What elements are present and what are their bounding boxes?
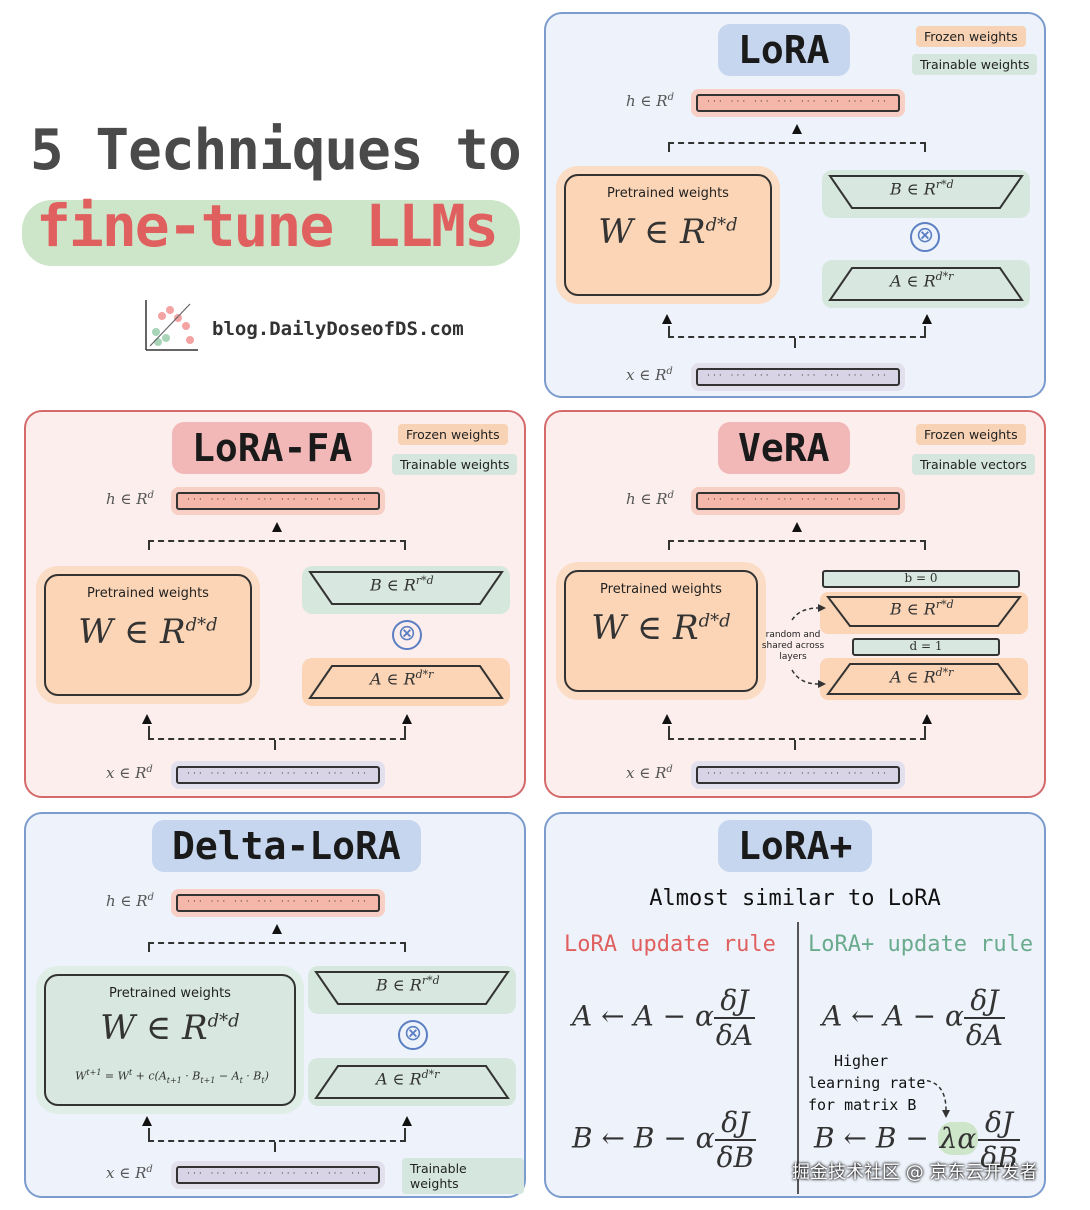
pretrained-weights-box: Pretrained weights W ∈ Rd*d — [564, 174, 772, 296]
column-divider — [797, 922, 799, 1194]
panel-title: LoRA-FA — [172, 422, 373, 474]
lr-note-arrow — [919, 1079, 950, 1118]
subtitle: Almost similar to LoRA — [649, 886, 941, 911]
x-vector: ··· ··· ··· ··· ··· ··· ··· ··· ··· — [696, 368, 900, 386]
b-matrix-trapezoid — [820, 592, 1028, 634]
panel-title: LoRA+ — [718, 820, 873, 872]
b-trainable-vector: b = 0 — [822, 570, 1020, 588]
panel-title: LoRA — [718, 24, 850, 76]
lora-rule-heading: LoRA update rule — [564, 932, 776, 957]
vera-panel: VeRA Frozen weights Trainable vectors h … — [544, 410, 1046, 798]
x-label: x ∈ Rd — [106, 1164, 153, 1182]
delta-lora-panel: Delta-LoRA h ∈ Rd ··· ··· ··· ··· ··· ··… — [24, 812, 526, 1198]
pretrained-weights-box: Pretrained weights W ∈ Rd*d Wt+1 = Wt + … — [44, 974, 296, 1106]
delta-update-rule: Wt+1 = Wt + c(At+1 · Bt+1 − At · Bt) — [75, 1068, 269, 1085]
title-highlight — [22, 200, 520, 266]
pretrained-weights-box: Pretrained weights W ∈ Rd*d — [564, 570, 758, 692]
h-label: h ∈ Rd — [626, 490, 675, 508]
d-trainable-vector: d = 1 — [852, 638, 1000, 656]
x-label: x ∈ Rd — [626, 764, 673, 782]
h-label: h ∈ Rd — [626, 92, 675, 110]
a-matrix-label: A ∈ Rd*r — [890, 270, 954, 291]
a-matrix-label: A ∈ Rd*r — [376, 1068, 440, 1089]
panel-title: Delta-LoRA — [152, 820, 421, 872]
w-matrix-label: W ∈ Rd*d — [100, 1008, 240, 1048]
split-dash — [668, 336, 926, 338]
w-matrix-label: W ∈ Rd*d — [591, 608, 731, 648]
x-vector: ··· ··· ··· ··· ··· ··· ··· ··· ··· — [176, 766, 380, 784]
arrow-up — [792, 124, 802, 134]
x-label: x ∈ Rd — [106, 764, 153, 782]
b-matrix-label: B ∈ Rr*d — [890, 178, 954, 199]
w-matrix-label: W ∈ Rd*d — [78, 612, 218, 652]
x-label: x ∈ Rd — [626, 366, 673, 384]
lambda-highlight: λα — [937, 1121, 979, 1155]
h-vector: ··· ··· ··· ··· ··· ··· ··· ··· ··· — [176, 894, 380, 912]
a-matrix-trapezoid — [302, 658, 510, 706]
h-vector: ··· ··· ··· ··· ··· ··· ··· ··· ··· — [176, 492, 380, 510]
h-vector: ··· ··· ··· ··· ··· ··· ··· ··· ··· — [696, 94, 900, 112]
title-line2: fine-tune LLMs — [36, 192, 499, 260]
x-vector: ··· ··· ··· ··· ··· ··· ··· ··· ··· — [696, 766, 900, 784]
lora-plus-rule-heading: LoRA+ update rule — [808, 932, 1034, 957]
b-matrix-label: B ∈ Rr*d — [376, 974, 440, 995]
h-label: h ∈ Rd — [106, 892, 155, 910]
b-matrix-label: B ∈ Rr*d — [890, 598, 954, 619]
multiply-icon: ⊗ — [398, 1020, 428, 1050]
legend-trainable: Trainable vectors — [912, 454, 1035, 475]
legend-frozen: Frozen weights — [398, 424, 508, 445]
legend-trainable: Trainable weights — [402, 1158, 524, 1194]
legend-frozen: Frozen weights — [916, 26, 1026, 47]
pretrained-weights-box: Pretrained weights W ∈ Rd*d — [44, 574, 252, 696]
lr-note: Higher learning rate for matrix B — [808, 1052, 926, 1114]
shared-note-arrows — [791, 604, 826, 688]
panel-title: VeRA — [718, 422, 850, 474]
merge-dash — [668, 142, 926, 144]
w-matrix-label: W ∈ Rd*d — [598, 212, 738, 252]
x-vector: ··· ··· ··· ··· ··· ··· ··· ··· ··· — [176, 1166, 380, 1184]
a-matrix-trapezoid — [822, 260, 1030, 308]
b-matrix-trapezoid — [308, 966, 516, 1014]
scatter-logo-icon — [145, 300, 198, 351]
lora-plus-panel: LoRA+ Almost similar to LoRA LoRA update… — [544, 812, 1046, 1198]
a-matrix-label: A ∈ Rd*r — [370, 668, 434, 689]
b-matrix-trapezoid — [302, 566, 510, 614]
title-line1: 5 Techniques to — [30, 118, 522, 183]
multiply-icon: ⊗ — [910, 222, 940, 252]
watermark: 掘金技术社区 @ 京东云开发者 — [792, 1162, 1038, 1183]
lora-panel: LoRA Frozen weights Trainable weights h … — [544, 12, 1046, 398]
b-matrix-label: B ∈ Rr*d — [370, 574, 434, 595]
legend-trainable: Trainable weights — [912, 54, 1038, 75]
shared-note: random and shared across layers — [761, 630, 825, 662]
multiply-icon: ⊗ — [392, 620, 422, 650]
a-matrix-trapezoid — [308, 1058, 516, 1106]
lora-fa-panel: LoRA-FA Frozen weights Trainable weights… — [24, 410, 526, 798]
h-label: h ∈ Rd — [106, 490, 155, 508]
legend-trainable: Trainable weights — [392, 454, 518, 475]
b-matrix-trapezoid — [822, 170, 1030, 218]
a-matrix-label: A ∈ Rd*r — [890, 666, 954, 687]
legend-frozen: Frozen weights — [916, 424, 1026, 445]
a-matrix-trapezoid — [820, 658, 1028, 700]
h-vector: ··· ··· ··· ··· ··· ··· ··· ··· ··· — [696, 492, 900, 510]
blog-url[interactable]: blog.DailyDoseofDS.com — [212, 318, 464, 340]
